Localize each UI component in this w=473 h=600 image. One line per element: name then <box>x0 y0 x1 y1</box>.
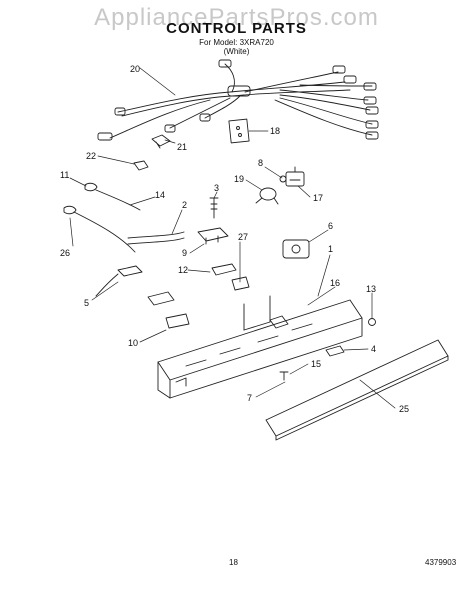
callout-22: 22 <box>86 151 96 161</box>
callout-14: 14 <box>155 190 165 200</box>
callout-12: 12 <box>178 265 188 275</box>
callout-3: 3 <box>214 183 219 193</box>
model-label: For Model: 3XRA720 <box>199 38 274 47</box>
bracket <box>228 118 250 144</box>
defrost-timer <box>282 239 310 259</box>
temperature-control <box>95 265 143 297</box>
flex-tube <box>127 231 185 245</box>
callout-labels: 20 21 18 22 8 19 17 11 3 14 2 26 9 27 6 … <box>60 64 409 414</box>
callout-21: 21 <box>177 142 187 152</box>
retainer <box>133 160 149 171</box>
control-trim <box>265 339 449 441</box>
page-number: 18 <box>229 558 238 567</box>
callout-15: 15 <box>311 359 321 369</box>
callout-19: 19 <box>234 174 244 184</box>
watermark: AppliancePartsPros.com <box>94 4 379 31</box>
callout-7: 7 <box>247 393 252 403</box>
clip <box>151 134 171 149</box>
sensor-tube <box>63 205 136 253</box>
callout-13: 13 <box>366 284 376 294</box>
diagram-title: CONTROL PARTS <box>166 20 307 37</box>
screw-13 <box>368 318 376 326</box>
callout-4: 4 <box>371 344 376 354</box>
variant-label: (White) <box>223 47 250 56</box>
leader-lines <box>69 67 396 409</box>
thermostat <box>197 227 229 245</box>
mounting-bracket <box>325 345 345 357</box>
light-switch <box>279 166 305 187</box>
callout-18: 18 <box>270 126 280 136</box>
mounting-clip <box>147 263 237 306</box>
callout-27: 27 <box>238 232 248 242</box>
callout-10: 10 <box>128 338 138 348</box>
sensor-bulb <box>84 182 98 192</box>
callout-26: 26 <box>60 248 70 258</box>
capillary-tube <box>95 189 141 211</box>
callout-2: 2 <box>182 200 187 210</box>
callout-25: 25 <box>399 404 409 414</box>
callout-6: 6 <box>328 221 333 231</box>
callout-5: 5 <box>84 298 89 308</box>
callout-16: 16 <box>330 278 340 288</box>
screw-15 <box>279 371 289 381</box>
control-housing <box>157 295 363 399</box>
callout-11: 11 <box>60 170 69 180</box>
control-insulation <box>165 313 190 329</box>
insulation-pad <box>231 276 250 291</box>
callout-17: 17 <box>313 193 323 203</box>
lamp-socket <box>255 187 279 205</box>
callout-9: 9 <box>182 248 187 258</box>
wire-harness <box>97 59 379 141</box>
callout-1: 1 <box>328 244 333 254</box>
callout-20: 20 <box>130 64 140 74</box>
document-number: 4379903 <box>425 558 457 567</box>
screw <box>209 197 219 219</box>
callout-8: 8 <box>258 158 263 168</box>
